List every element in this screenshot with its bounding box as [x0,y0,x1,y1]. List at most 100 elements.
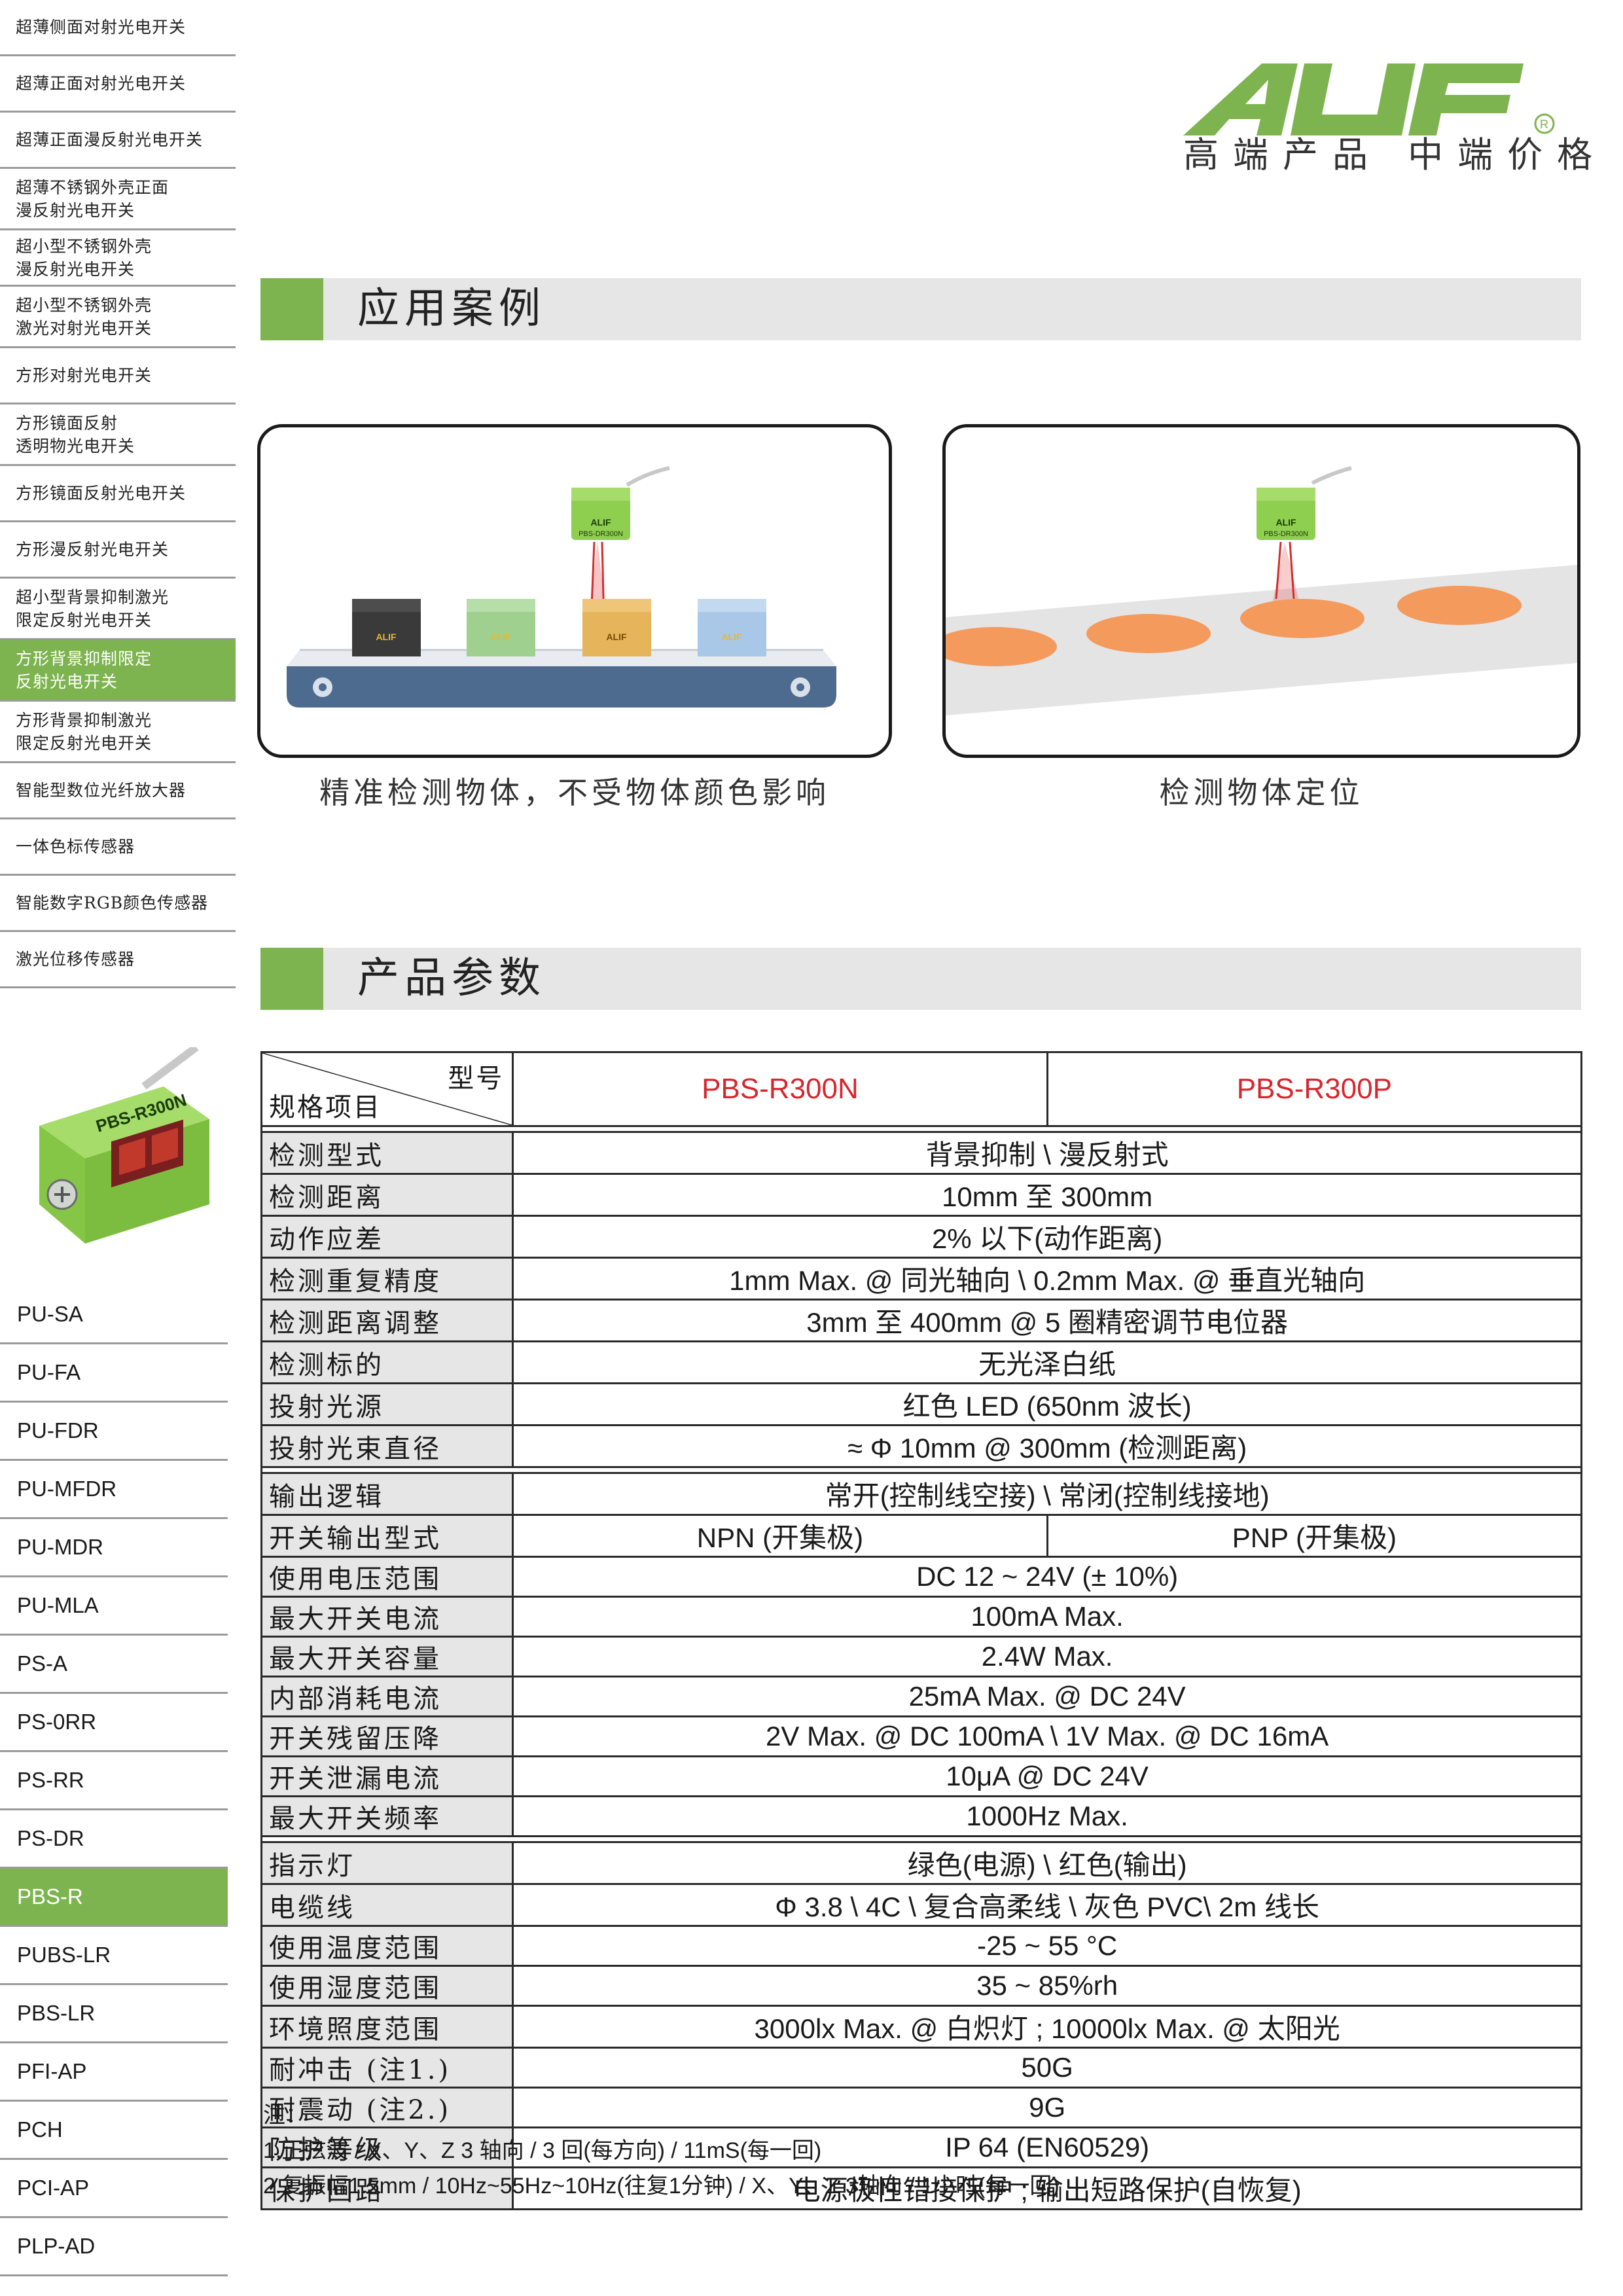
sidebar-category-label: 智能型数位光纤放大器 [16,781,187,800]
table-header-row: 型号 规格项目 PBS-R300N PBS-R300P [260,1051,1583,1127]
sidebar-model-item[interactable]: PFI-AP [0,2043,228,2102]
spec-label: 检测距离调整 [260,1299,514,1342]
spec-label: 内部消耗电流 [260,1676,514,1717]
sidebar-category-item[interactable]: 超薄正面对射光电开关 [0,56,236,113]
sidebar-category-label: 超小型不锈钢外壳 [16,295,152,315]
section-title: 应用案例 [357,285,546,333]
notes: 注： 1.正弦波 / X、Y、Z 3 轴向 / 3 回(每方向) / 11mS(… [263,2098,1060,2204]
spec-value: NPN (开集极) [512,1514,1048,1558]
note-line: 1.正弦波 / X、Y、Z 3 轴向 / 3 回(每方向) / 11mS(每一回… [263,2138,822,2163]
sidebar-category-item[interactable]: 方形镜面反射光电开关 [0,466,236,522]
table-group-gap [260,1835,1582,1843]
sidebar-category-item[interactable]: 方形漫反射光电开关 [0,522,236,579]
sidebar-category-item[interactable]: 方形背景抑制激光限定反射光电开关 [0,702,236,763]
sidebar-model-item[interactable]: PBS-R [0,1869,228,1927]
table-row: 耐震动 (注2.)9G [260,2087,1582,2128]
sidebar-model-item[interactable]: PU-FDR [0,1403,228,1461]
spec-label: 耐震动 (注2.) [260,2087,514,2128]
sidebar-model-item[interactable]: PUBS-LR [0,1927,228,1985]
case2-caption: 检测物体定位 [1159,775,1364,810]
sidebar-category-label: 漫反射光电开关 [16,259,135,279]
sidebar-model-item[interactable]: PCI-AP [0,2160,228,2218]
spec-value: 红色 LED (650nm 波长) [512,1382,1582,1426]
sidebar-model-item[interactable]: PCH [0,2102,228,2160]
sidebar-category-item[interactable]: 方形背景抑制限定反射光电开关 [0,640,236,702]
sidebar-category-label: 方形镜面反射 [16,413,118,433]
sidebar-model-item[interactable]: PS-0RR [0,1694,228,1752]
sidebar-category-item[interactable]: 超薄侧面对射光电开关 [0,0,236,56]
application-section-header: 应用案例 [260,278,1581,340]
sidebar-category-label: 超小型背景抑制激光 [16,587,169,607]
spec-label: 耐冲击 (注1.) [260,2047,514,2089]
table-row: 保护回路电源极性错接保护 ; 输出短路保护(自恢复) [260,2166,1582,2210]
table-row: 检测标的无光泽白纸 [260,1340,1582,1384]
spec-label: 保护回路 [260,2166,514,2210]
sidebar-model-item[interactable]: PLP-AD [0,2218,228,2276]
spec-value: 背景抑制 \ 漫反射式 [512,1131,1582,1175]
spec-value: -25 ~ 55 °C [512,1925,1582,1967]
spec-label: 动作应差 [260,1215,514,1259]
spec-value: 10μA @ DC 24V [512,1755,1582,1797]
sidebar-category-item[interactable]: 智能数字RGB颜色传感器 [0,876,236,932]
sidebar-category-item[interactable]: 一体色标传感器 [0,819,236,876]
sidebar-model-item[interactable]: PS-RR [0,1752,228,1810]
spec-value: 2.4W Max. [512,1636,1582,1677]
spec-value: 电源极性错接保护 ; 输出短路保护(自恢复) [512,2166,1582,2210]
spec-value: 1mm Max. @ 同光轴向 \ 0.2mm Max. @ 垂直光轴向 [512,1257,1582,1300]
sidebar-model-item[interactable]: PS-A [0,1636,228,1694]
case-conveyor-panel: ALIF PBS-DR300N ALIF ALIF ALIF ALIF [257,424,892,758]
sidebar-model-item[interactable]: PU-MDR [0,1519,228,1577]
case1-caption: 精准检测物体，不受物体颜色影响 [319,775,830,810]
spec-value: 50G [512,2047,1582,2089]
sidebar-category-label: 激光位移传感器 [16,950,135,969]
spec-value: 无光泽白纸 [512,1340,1582,1384]
sidebar-category-label: 方形漫反射光电开关 [16,540,169,559]
sidebar-model-item[interactable]: PU-MLA [0,1577,228,1636]
alif-logo: R [1183,63,1555,135]
sidebar-category-item[interactable]: 智能型数位光纤放大器 [0,763,236,819]
sidebar-category-label: 方形镜面反射光电开关 [16,484,187,503]
sidebar-category-item[interactable]: 超小型不锈钢外壳激光对射光电开关 [0,287,236,348]
sidebar-category-label: 超小型不锈钢外壳 [16,236,152,256]
spec-value: 1000Hz Max. [512,1795,1582,1837]
sidebar-model-item[interactable]: PU-FA [0,1344,228,1403]
spec-label: 投射光束直径 [260,1424,514,1468]
sidebar-category-item[interactable]: 方形对射光电开关 [0,348,236,404]
sidebar-category-label: 反射光电开关 [16,672,118,691]
spec-label: 电缆线 [260,1883,514,1927]
svg-text:ALIF: ALIF [1275,517,1296,528]
sidebar-category-item[interactable]: 超小型背景抑制激光限定反射光电开关 [0,579,236,640]
table-row: 检测型式背景抑制 \ 漫反射式 [260,1131,1582,1175]
model-name-cell: PBS-R300P [1046,1051,1583,1127]
parameters-section-header: 产品参数 [260,948,1581,1010]
sidebar-category-label: 限定反射光电开关 [16,733,152,753]
svg-text:R: R [1540,118,1548,131]
spec-label: 检测型式 [260,1131,514,1175]
sensor-product-image: PBS-R300N [39,1047,209,1244]
spec-label: 环境照度范围 [260,2005,514,2049]
sidebar-category-item[interactable]: 超小型不锈钢外壳漫反射光电开关 [0,230,236,287]
sidebar-category-label: 超薄不锈钢外壳正面 [16,177,169,197]
spec-value: 9G [512,2087,1582,2128]
case-positioning-panel: ALIF PBS-DR300N [942,424,1580,758]
sidebar-category-item[interactable]: 激光位移传感器 [0,932,236,988]
sidebar-category-item[interactable]: 超薄正面漫反射光电开关 [0,113,236,169]
spec-label: 投射光源 [260,1382,514,1426]
sidebar-category-label: 激光对射光电开关 [16,318,152,338]
sidebar-category-item[interactable]: 方形镜面反射透明物光电开关 [0,404,236,466]
sidebar-category-item[interactable]: 超薄不锈钢外壳正面漫反射光电开关 [0,169,236,230]
sidebar-model-item[interactable]: PS-DR [0,1810,228,1869]
sidebar-model-item[interactable]: PU-SA [0,1286,228,1344]
sidebar-model-item[interactable]: PU-MFDR [0,1461,228,1519]
sidebar-model-item[interactable]: PBS-LR [0,1985,228,2043]
spec-label: 指示灯 [260,1841,514,1885]
